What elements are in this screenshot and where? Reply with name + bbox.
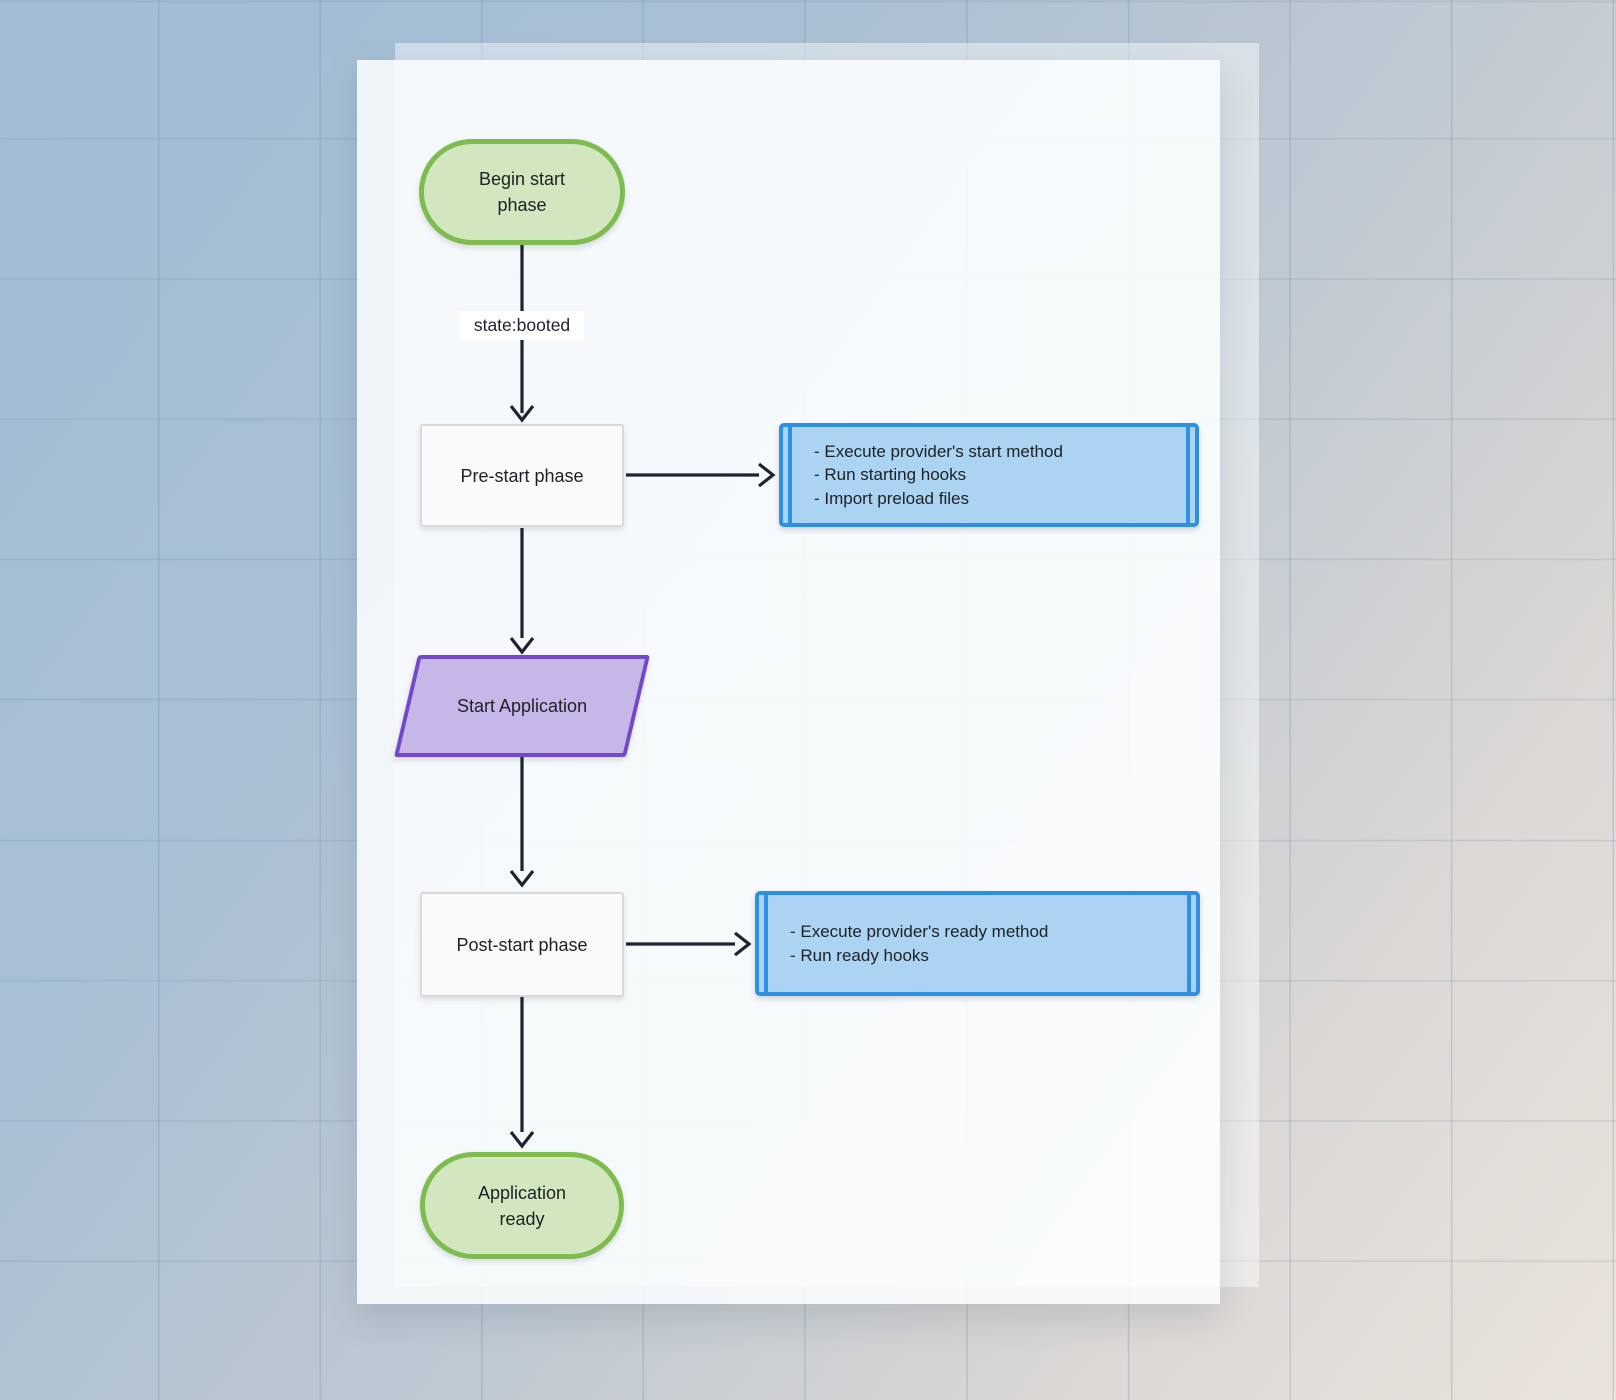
- node-label: - Execute provider's ready method - Run …: [790, 920, 1048, 967]
- node-begin-start-phase: Begin start phase: [419, 139, 625, 245]
- action-line: - Run starting hooks: [814, 465, 967, 485]
- arrowhead-down-icon: [509, 1131, 535, 1149]
- node-label: Pre-start phase: [460, 465, 584, 486]
- edge-label-state-booted: state:booted: [459, 311, 585, 340]
- action-line: - Execute provider's start method: [814, 441, 1063, 461]
- arrowhead-right-icon: [734, 931, 752, 957]
- node-label-line: Application: [477, 1182, 567, 1203]
- node-prestart-actions: - Execute provider's start method - Run …: [779, 423, 1199, 527]
- node-label: Post-start phase: [456, 934, 588, 955]
- node-label: Begin start phase: [479, 166, 565, 218]
- arrowhead-right-icon: [758, 462, 776, 488]
- arrowhead-down-icon: [509, 870, 535, 888]
- arrowhead-down-icon: [509, 637, 535, 655]
- node-label-line: ready: [499, 1208, 545, 1229]
- node-label: - Execute provider's start method - Run …: [814, 440, 1063, 511]
- node-poststart-actions: - Execute provider's ready method - Run …: [755, 891, 1200, 996]
- node-label-line: phase: [497, 195, 547, 215]
- node-start-application: Start Application: [394, 655, 650, 757]
- action-line: - Import preload files: [814, 488, 969, 508]
- node-label: Start Application: [456, 696, 588, 716]
- node-pre-start-phase: Pre-start phase: [420, 424, 624, 527]
- node-label: Application ready: [478, 1180, 566, 1232]
- arrowhead-down-icon: [509, 405, 535, 423]
- node-label-line: Begin start: [478, 169, 566, 189]
- node-post-start-phase: Post-start phase: [420, 892, 624, 997]
- node-application-ready: Application ready: [420, 1152, 624, 1259]
- action-line: - Execute provider's ready method: [790, 922, 1049, 941]
- action-line: - Run ready hooks: [790, 945, 929, 965]
